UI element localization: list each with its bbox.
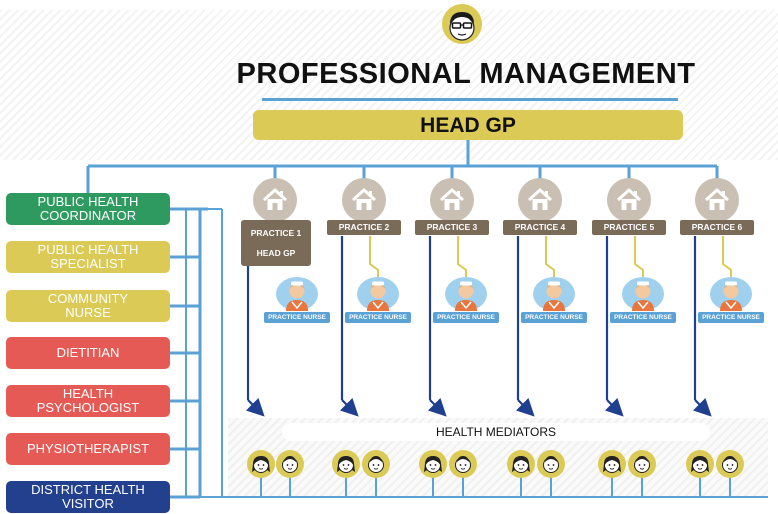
- role-label: PUBLIC HEALTH SPECIALIST: [37, 242, 139, 271]
- practice-arrow-head-line: [515, 397, 535, 417]
- role-label: DIETITIAN: [56, 345, 120, 360]
- role-label: PHYSIOTHERAPIST: [26, 441, 150, 456]
- face-icon: [716, 450, 744, 478]
- nurse-icon: [357, 277, 399, 311]
- head-gp-bar: HEAD GP: [253, 110, 683, 140]
- face-icon: [419, 450, 447, 478]
- role-box: PUBLIC HEALTH SPECIALIST: [6, 241, 170, 273]
- practice-label: PRACTICE 2: [327, 220, 401, 235]
- role-box: PHYSIOTHERAPIST: [6, 433, 170, 465]
- house-icon: [253, 178, 297, 222]
- practice-arrow-head-line: [604, 397, 624, 417]
- house-icon: [607, 178, 651, 222]
- face-icon: [628, 450, 656, 478]
- role-box: HEALTH PSYCHOLOGIST: [6, 385, 170, 417]
- role-box: COMMUNITY NURSE: [6, 290, 170, 322]
- practice-label: PRACTICE 6: [680, 220, 754, 235]
- practice-nurse-label: PRACTICE NURSE: [610, 312, 676, 323]
- face-icon: [598, 450, 626, 478]
- face-icon: [362, 450, 390, 478]
- nurse-icon: [445, 277, 487, 311]
- role-label: HEALTH PSYCHOLOGIST: [36, 386, 140, 415]
- role-label: COMMUNITY NURSE: [47, 291, 129, 320]
- practice-nurse-label: PRACTICE NURSE: [433, 312, 499, 323]
- role-label: DISTRICT HEALTH VISITOR: [31, 482, 145, 511]
- practice-nurse-label: PRACTICE NURSE: [698, 312, 764, 323]
- nurse-link-line: [634, 236, 644, 277]
- practice-nurse-label: PRACTICE NURSE: [264, 312, 330, 323]
- house-icon: [430, 178, 474, 222]
- face-icon: [507, 450, 535, 478]
- practice-label: PRACTICE 3: [415, 220, 489, 235]
- nurse-link-line: [369, 236, 379, 277]
- practice-name: PRACTICE 1: [250, 227, 302, 238]
- nurse-link-line: [545, 236, 555, 277]
- health-mediators-label: HEALTH MEDIATORS: [282, 423, 710, 441]
- nurse-icon: [533, 277, 575, 311]
- practice-sublabel: HEAD GP: [256, 247, 296, 258]
- nurse-icon: [622, 277, 664, 311]
- face-icon: [686, 450, 714, 478]
- nurse-icon: [276, 277, 318, 311]
- page-title: PROFESSIONAL MANAGEMENT: [236, 58, 696, 90]
- nurse-icon: [710, 277, 752, 311]
- practice-label: PRACTICE 4: [503, 220, 577, 235]
- face-icon: [247, 450, 275, 478]
- nurse-link-line: [722, 236, 732, 277]
- face-icon: [449, 450, 477, 478]
- role-box: PUBLIC HEALTH COORDINATOR: [6, 193, 170, 225]
- practice-arrow-head-line: [245, 397, 265, 417]
- house-icon: [518, 178, 562, 222]
- title-underline: [262, 98, 678, 101]
- house-icon: [695, 178, 739, 222]
- practice-arrow-head-line: [339, 397, 359, 417]
- practice-label: PRACTICE 5: [592, 220, 666, 235]
- practice-nurse-label: PRACTICE NURSE: [521, 312, 587, 323]
- practice-nurse-label: PRACTICE NURSE: [345, 312, 411, 323]
- face-icon: [537, 450, 565, 478]
- practice-label: PRACTICE 1 HEAD GP: [241, 220, 311, 266]
- face-icon: [332, 450, 360, 478]
- role-label: PUBLIC HEALTH COORDINATOR: [37, 194, 139, 223]
- face-icon: [276, 450, 304, 478]
- practice-arrow-head-line: [427, 397, 447, 417]
- glasses-face-icon: [442, 4, 482, 44]
- role-box: DISTRICT HEALTH VISITOR: [6, 481, 170, 513]
- practice-arrow-head-line: [692, 397, 712, 417]
- house-icon: [342, 178, 386, 222]
- role-box: DIETITIAN: [6, 337, 170, 369]
- nurse-link-line: [457, 236, 467, 277]
